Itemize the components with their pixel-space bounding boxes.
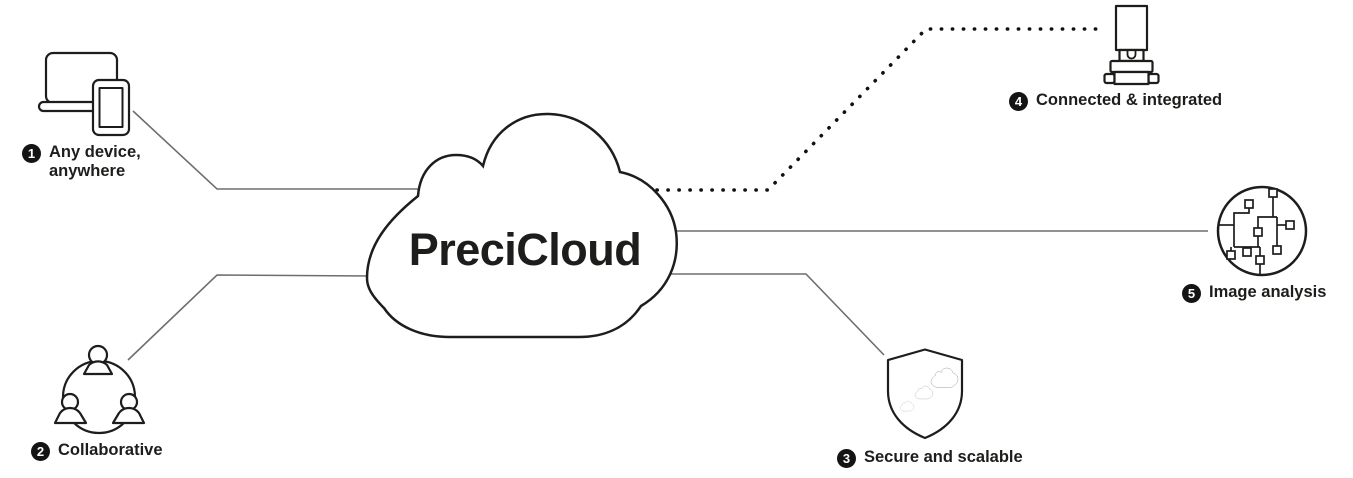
circuit-nodes (1226, 188, 1295, 265)
instrument-base (1113, 70, 1150, 86)
instrument-tab-left (1103, 72, 1116, 85)
cloud-title: PreciCloud (408, 224, 642, 275)
feature-connected-integrated: 4 Connected & integrated (1009, 91, 1222, 111)
shield-clouds-icon (886, 348, 964, 440)
feature-secure-scalable: 3 Secure and scalable (837, 448, 1023, 468)
feature-image-analysis-label: Image analysis (1209, 283, 1327, 301)
dotted-line-cloud-to-connected (633, 27, 1098, 192)
instrument-icon (1103, 4, 1160, 86)
instrument-notch (1126, 50, 1137, 60)
badge-4: 4 (1009, 92, 1028, 111)
feature-image-analysis: 5 Image analysis (1182, 283, 1326, 303)
line-collaborative-to-cloud (127, 274, 373, 361)
feature-any-device-label: Any device, anywhere (49, 143, 141, 180)
feature-collaborative-label: Collaborative (58, 441, 163, 459)
instrument-collar (1109, 59, 1154, 74)
connector-lines (127, 110, 1208, 361)
badge-5: 5 (1182, 284, 1201, 303)
laptop-base (37, 100, 99, 113)
person-shoulders (111, 406, 146, 425)
feature-connected-integrated-label: Connected & integrated (1036, 91, 1223, 109)
instrument-body (1114, 4, 1149, 52)
badge-3: 3 (837, 449, 856, 468)
cloud-shape (365, 112, 678, 339)
devices-icon (37, 51, 131, 137)
circuit-lines (1219, 197, 1286, 274)
feature-collaborative: 2 Collaborative (31, 441, 163, 461)
feature-secure-scalable-label: Secure and scalable (864, 448, 1023, 466)
person-shoulders (53, 406, 88, 425)
person-shoulders (82, 360, 114, 376)
line-any-device-to-cloud (132, 110, 421, 190)
badge-1: 1 (22, 144, 41, 163)
feature-any-device: 1 Any device, anywhere (22, 143, 141, 181)
image-analysis-icon (1216, 185, 1308, 277)
instrument-tab-right (1147, 72, 1160, 85)
phone-screen (98, 87, 124, 128)
badge-2: 2 (31, 442, 50, 461)
line-cloud-to-secure (668, 273, 885, 356)
people-icon (53, 344, 146, 435)
